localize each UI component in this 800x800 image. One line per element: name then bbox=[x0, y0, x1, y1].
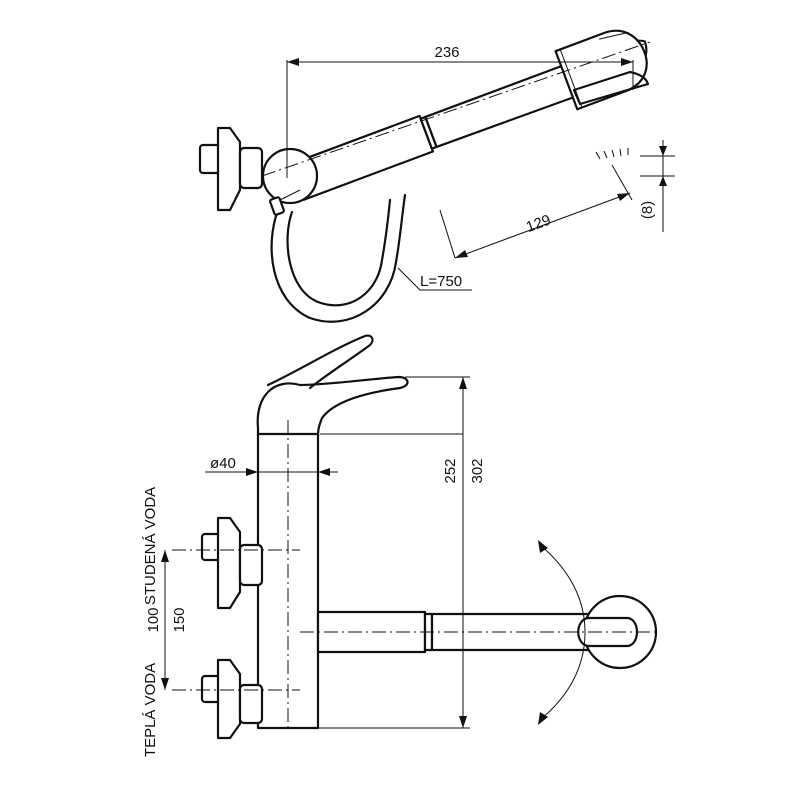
hose-length-label: L=750 bbox=[420, 273, 462, 290]
lower-wall-connector bbox=[200, 658, 264, 740]
dim-236: 236 bbox=[286, 44, 634, 178]
front-view: ø40 252 302 100 150 STUDENÁ VODA TEPLÁ V… bbox=[142, 334, 660, 757]
top-view: 236 129 (8) L=750 bbox=[198, 29, 675, 323]
hot-water-label: TEPLÁ VODA bbox=[142, 663, 159, 757]
hose-loop-inner bbox=[286, 198, 392, 307]
swing-arcs bbox=[538, 540, 586, 725]
dim-129: 129 bbox=[439, 164, 633, 259]
hose-loop bbox=[270, 193, 407, 323]
dim-8-label: (8) bbox=[639, 201, 656, 219]
top-centerline bbox=[261, 41, 651, 177]
dim-spacing: 100 150 bbox=[145, 550, 188, 690]
dim-heights: 252 302 bbox=[318, 376, 486, 729]
dim-150-label: 150 bbox=[171, 607, 188, 632]
dim-100-label: 100 bbox=[145, 607, 162, 632]
cold-water-label: STUDENÁ VODA bbox=[142, 487, 159, 605]
dim-302-label: 302 bbox=[469, 458, 486, 483]
hose-callout: L=750 bbox=[397, 267, 472, 291]
dim-diameter: ø40 bbox=[205, 455, 338, 476]
upper-wall-connector bbox=[200, 516, 264, 610]
dim-236-label: 236 bbox=[434, 44, 459, 61]
dim-252-label: 252 bbox=[442, 458, 459, 483]
lever-handle bbox=[256, 334, 409, 438]
dim-8: (8) bbox=[639, 140, 675, 232]
top-wall-flange bbox=[198, 126, 264, 212]
nozzle-marks bbox=[572, 70, 650, 160]
dim-diameter-label: ø40 bbox=[210, 455, 236, 472]
front-spout bbox=[300, 594, 660, 670]
top-spout bbox=[289, 29, 648, 201]
dim-129-label: 129 bbox=[524, 212, 553, 237]
